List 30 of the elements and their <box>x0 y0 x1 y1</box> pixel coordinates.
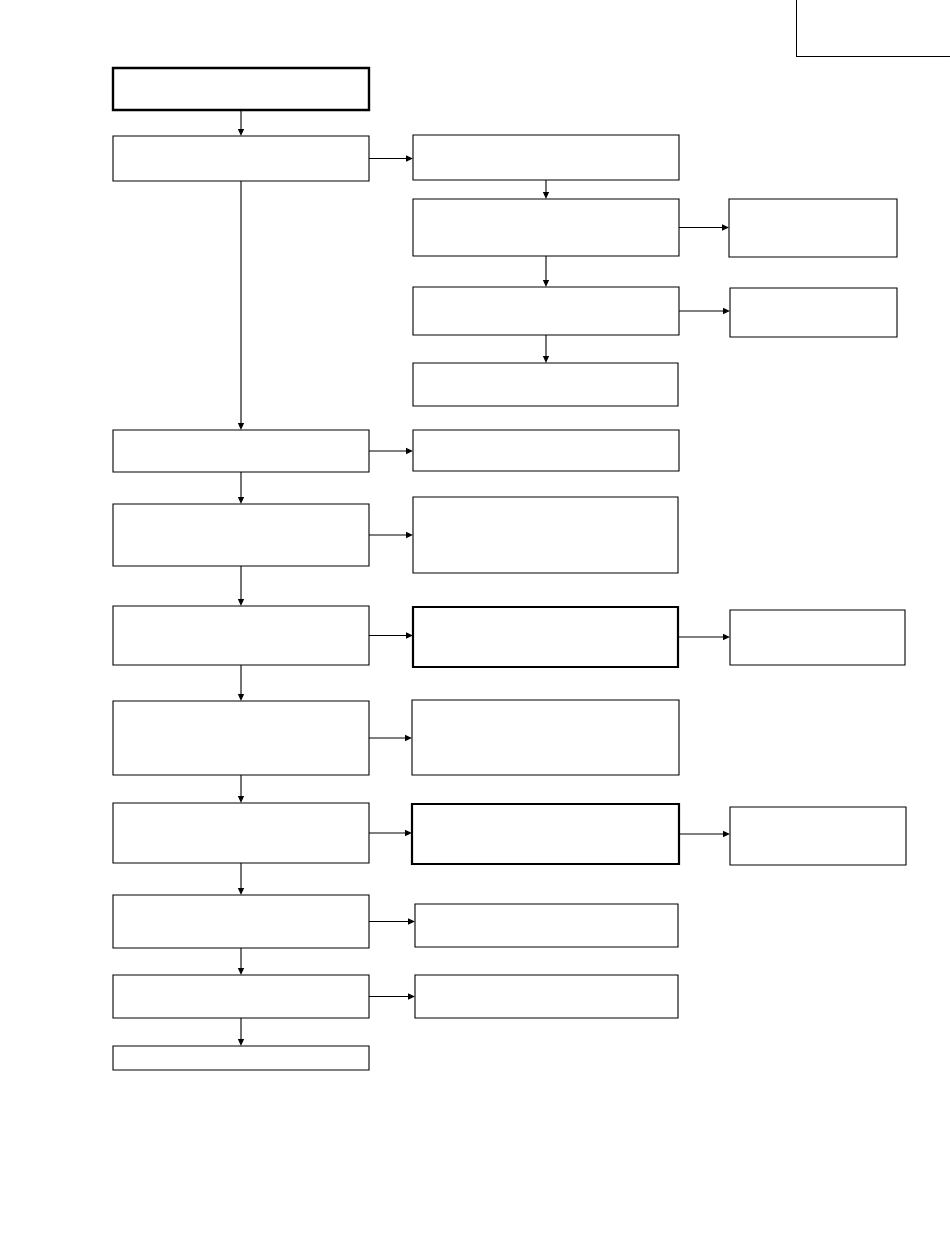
empty-box <box>729 287 898 338</box>
empty-box <box>414 903 679 948</box>
arrow <box>368 155 413 162</box>
empty-box <box>112 605 370 666</box>
empty-box <box>112 894 370 949</box>
empty-box <box>112 974 370 1019</box>
empty-box <box>112 700 370 776</box>
empty-box <box>729 609 906 666</box>
empty-box <box>112 135 370 182</box>
arrow <box>368 632 413 639</box>
empty-box <box>411 605 680 669</box>
empty-box <box>412 286 680 336</box>
empty-box <box>412 496 679 574</box>
empty-box <box>112 429 370 473</box>
empty-box <box>412 134 680 181</box>
arrow <box>368 918 415 925</box>
empty-box <box>412 362 679 407</box>
empty-box <box>411 699 680 776</box>
empty-box <box>410 802 681 866</box>
empty-box <box>412 429 680 472</box>
empty-box <box>414 974 679 1019</box>
empty-box <box>112 802 370 864</box>
empty-box <box>729 806 907 866</box>
empty-box <box>112 503 370 567</box>
arrow <box>368 993 415 1000</box>
empty-box <box>728 198 898 258</box>
empty-box <box>111 66 371 112</box>
arrow <box>678 224 729 231</box>
empty-box <box>412 198 680 257</box>
empty-box <box>112 1045 370 1071</box>
